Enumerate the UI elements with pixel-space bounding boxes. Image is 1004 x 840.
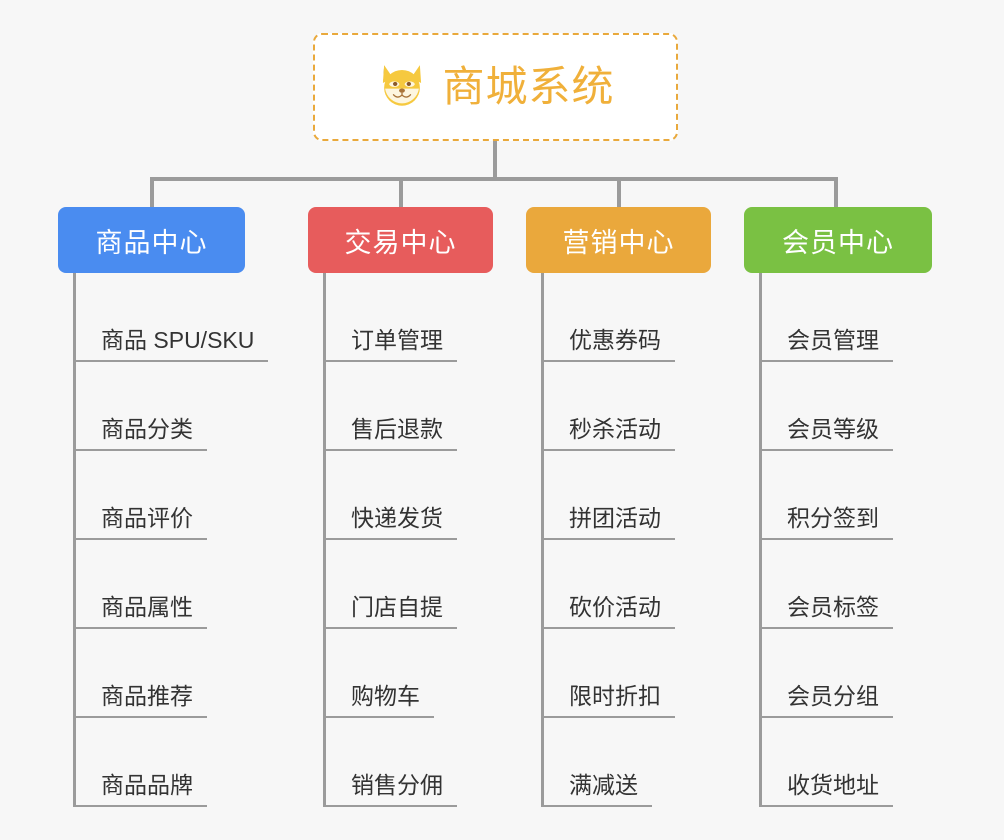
list-item[interactable]: 秒杀活动 <box>541 362 675 451</box>
branch-rail-4 <box>759 273 762 807</box>
list-item[interactable]: 商品评价 <box>73 451 207 540</box>
root-node[interactable]: 商城系统 <box>313 33 678 141</box>
list-item-label: 积分签到 <box>787 504 879 531</box>
list-item[interactable]: 商品 SPU/SKU <box>73 273 269 362</box>
list-item-label: 商品品牌 <box>101 771 193 798</box>
list-item-label: 秒杀活动 <box>569 415 661 442</box>
list-item-label: 订单管理 <box>351 326 443 353</box>
connector-drop-1 <box>150 177 154 209</box>
list-item-label: 会员等级 <box>787 415 879 442</box>
list-item-label: 商品分类 <box>101 415 193 442</box>
list-item-label: 优惠券码 <box>569 326 661 353</box>
list-item[interactable]: 限时折扣 <box>541 629 675 718</box>
list-item[interactable]: 满减送 <box>541 718 652 807</box>
branch-column-3: 营销中心 优惠券码 秒杀活动 拼团活动 砍价活动 限时折扣 满减送 <box>526 207 711 807</box>
connector-root-stem <box>493 141 497 181</box>
list-item-label: 门店自提 <box>351 593 443 620</box>
list-item[interactable]: 砍价活动 <box>541 540 675 629</box>
branch-header-2[interactable]: 交易中心 <box>308 207 493 273</box>
list-item-label: 会员标签 <box>787 593 879 620</box>
list-item-label: 砍价活动 <box>569 593 661 620</box>
list-item-label: 会员分组 <box>787 682 879 709</box>
connector-drop-4 <box>834 177 838 209</box>
list-item-label: 快递发货 <box>351 504 443 531</box>
list-item[interactable]: 收货地址 <box>759 718 893 807</box>
branch-header-label: 交易中心 <box>344 227 457 258</box>
list-item-label: 限时折扣 <box>569 682 661 709</box>
branch-rail-3 <box>541 273 544 807</box>
list-item-label: 商品 SPU/SKU <box>101 326 255 353</box>
list-item[interactable]: 商品分类 <box>73 362 207 451</box>
branch-column-4: 会员中心 会员管理 会员等级 积分签到 会员标签 会员分组 收货地址 <box>744 207 932 807</box>
list-item-label: 满减送 <box>569 771 638 798</box>
branch-rail-1 <box>73 273 76 807</box>
list-item[interactable]: 会员等级 <box>759 362 893 451</box>
branch-header-3[interactable]: 营销中心 <box>526 207 711 273</box>
list-item[interactable]: 商品推荐 <box>73 629 207 718</box>
list-item[interactable]: 销售分佣 <box>323 718 457 807</box>
list-item[interactable]: 拼团活动 <box>541 451 675 540</box>
list-item[interactable]: 商品属性 <box>73 540 207 629</box>
list-item[interactable]: 售后退款 <box>323 362 457 451</box>
list-item-label: 购物车 <box>351 682 420 709</box>
branch-rail-2 <box>323 273 326 807</box>
list-item-label: 售后退款 <box>351 415 443 442</box>
list-item[interactable]: 商品品牌 <box>73 718 207 807</box>
branch-header-4[interactable]: 会员中心 <box>744 207 932 273</box>
list-item-label: 会员管理 <box>787 326 879 353</box>
list-item[interactable]: 门店自提 <box>323 540 457 629</box>
branch-header-label: 营销中心 <box>562 227 675 258</box>
list-item-label: 拼团活动 <box>569 504 661 531</box>
connector-drop-2 <box>399 177 403 209</box>
list-item[interactable]: 积分签到 <box>759 451 893 540</box>
list-item-label: 商品推荐 <box>101 682 193 709</box>
list-item-label: 收货地址 <box>787 771 879 798</box>
list-item[interactable]: 订单管理 <box>323 273 457 362</box>
branch-column-2: 交易中心 订单管理 售后退款 快递发货 门店自提 购物车 销售分佣 <box>308 207 493 807</box>
connector-horizontal-bus <box>150 177 838 181</box>
list-item[interactable]: 会员标签 <box>759 540 893 629</box>
list-item[interactable]: 快递发货 <box>323 451 457 540</box>
root-title: 商城系统 <box>442 63 615 110</box>
list-item-label: 商品评价 <box>101 504 193 531</box>
list-item[interactable]: 优惠券码 <box>541 273 675 362</box>
branch-header-1[interactable]: 商品中心 <box>58 207 245 273</box>
branch-header-label: 会员中心 <box>782 227 894 258</box>
connector-drop-3 <box>617 177 621 209</box>
list-item[interactable]: 购物车 <box>323 629 434 718</box>
branch-header-label: 商品中心 <box>95 227 208 258</box>
list-item[interactable]: 会员分组 <box>759 629 893 718</box>
list-item-label: 销售分佣 <box>351 771 443 798</box>
shiba-dog-face-icon <box>383 65 422 109</box>
branch-column-1: 商品中心 商品 SPU/SKU 商品分类 商品评价 商品属性 商品推荐 商品品牌 <box>58 207 269 807</box>
list-item[interactable]: 会员管理 <box>759 273 893 362</box>
list-item-label: 商品属性 <box>101 593 193 620</box>
